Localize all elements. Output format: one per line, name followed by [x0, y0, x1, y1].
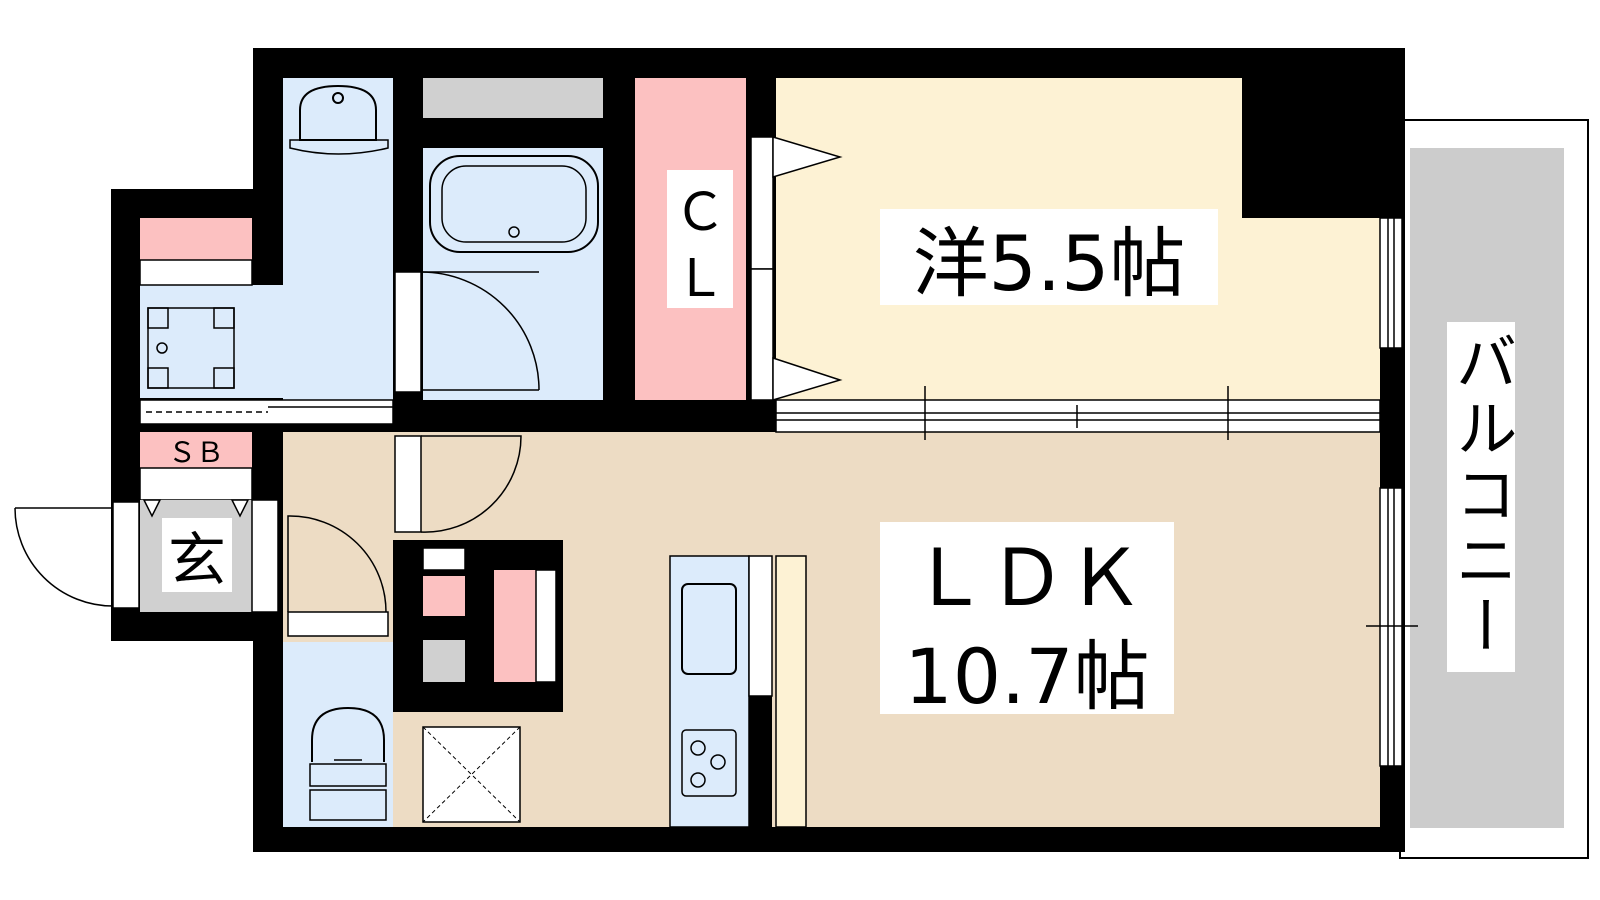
hall-door-icon	[394, 435, 522, 533]
balcony-label-group: バルコニー	[1445, 322, 1518, 672]
entrance-label-group: 玄	[162, 518, 232, 594]
refrigerator-door	[535, 569, 557, 683]
utility-cabinet-top	[422, 547, 466, 571]
shoe-box-base	[139, 467, 253, 501]
closet-door-panel-2	[750, 268, 774, 401]
kitchen-sink-icon	[681, 583, 737, 675]
front-door-icon	[14, 501, 140, 609]
shoe-box-floor	[140, 432, 252, 468]
shoe-box-door-left	[142, 499, 162, 518]
bath-top-storage	[423, 78, 603, 118]
bathtub-icon	[429, 155, 599, 253]
utility-cabinet-pink	[423, 576, 465, 616]
bathroom-floor	[423, 148, 603, 400]
closet-label-c: Ｃ	[674, 183, 726, 243]
pipe-space-icon	[422, 726, 521, 823]
sliding-partition-western-ldk	[775, 386, 1381, 440]
laundry-area-floor	[140, 285, 285, 398]
balcony-label: バルコニー	[1445, 330, 1518, 660]
toilet-door-icon	[287, 515, 389, 637]
kitchen-wall-black	[749, 696, 772, 827]
shoe-box-door-right	[230, 499, 250, 518]
refrigerator-space	[494, 570, 536, 682]
closet-door-swing-2	[772, 356, 843, 402]
western-room-label: 洋5.5帖	[913, 219, 1186, 308]
ldk-label: ＬＤＫ	[910, 534, 1144, 624]
ldk-window	[1366, 487, 1418, 767]
bathroom-door-icon	[394, 271, 540, 393]
washroom-floor	[283, 78, 393, 400]
ldk-area-label: 10.7帖	[904, 632, 1149, 721]
washroom-shelf	[140, 218, 252, 260]
toilet-floor	[283, 642, 393, 827]
toilet-icon	[309, 706, 387, 821]
closet-label-group: Ｃ Ｌ	[667, 170, 733, 309]
western-room-window	[1379, 217, 1403, 349]
ldk-label-group: ＬＤＫ 10.7帖	[880, 522, 1174, 721]
closet-label-l: Ｌ	[674, 249, 726, 309]
western-room-label-group: 洋5.5帖	[880, 209, 1218, 308]
entrance-label: 玄	[168, 526, 226, 594]
stove-icon	[681, 729, 737, 797]
washroom-shelf-base	[139, 259, 253, 286]
western-room-corner-pillar	[1242, 78, 1380, 218]
entrance-step	[251, 499, 279, 613]
shoe-box-label: ＳＢ	[168, 436, 224, 469]
washroom-sliding-door	[139, 399, 394, 425]
closet-door-swing-1	[772, 135, 843, 179]
bar-counter	[775, 555, 807, 828]
closet-door-panel-1	[750, 136, 774, 270]
washing-machine-pan-icon	[147, 307, 235, 389]
kitchen-wall-stub	[748, 555, 773, 697]
washbasin-icon	[289, 84, 389, 155]
utility-cabinet-grey	[423, 640, 465, 682]
